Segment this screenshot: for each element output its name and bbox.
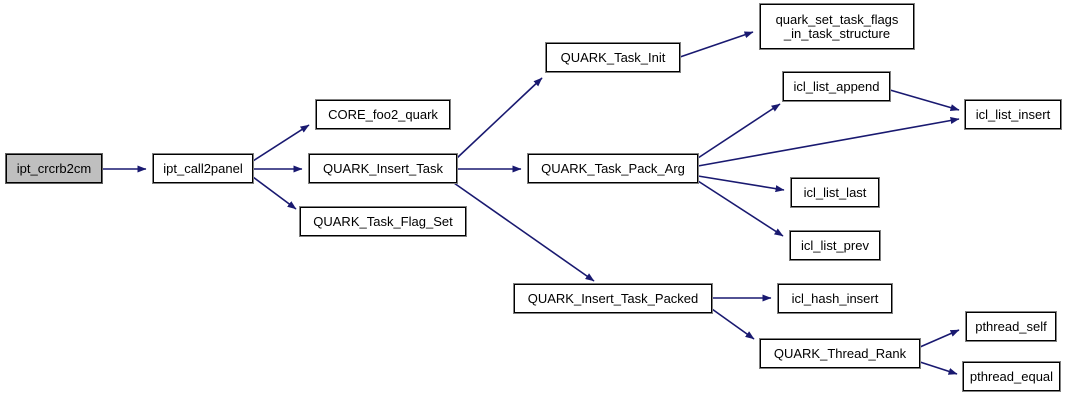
node-QUARK_Task_Init[interactable]: QUARK_Task_Init xyxy=(545,42,681,73)
edge-QUARK_Task_Pack_Arg-to-icl_list_prev xyxy=(697,180,784,237)
node-label-ipt_call2panel: ipt_call2panel xyxy=(163,160,243,176)
edge-QUARK_Task_Pack_Arg-to-icl_list_append xyxy=(697,103,781,159)
node-label-ipt_crcrb2cm: ipt_crcrb2cm xyxy=(16,160,92,176)
node-pthread_self[interactable]: pthread_self xyxy=(965,311,1057,342)
node-label-QUARK_Task_Flag_Set: QUARK_Task_Flag_Set xyxy=(313,213,453,229)
edge-QUARK_Thread_Rank-to-pthread_equal xyxy=(919,361,958,375)
node-label-QUARK_Task_Pack_Arg: QUARK_Task_Pack_Arg xyxy=(541,160,685,176)
node-label-icl_list_prev: icl_list_prev xyxy=(801,237,869,253)
node-label-QUARK_Thread_Rank: QUARK_Thread_Rank xyxy=(773,345,907,361)
edge-ipt_call2panel-to-QUARK_Task_Flag_Set xyxy=(252,176,297,210)
node-icl_list_last[interactable]: icl_list_last xyxy=(790,177,880,208)
edge-QUARK_Insert_Task-to-QUARK_Task_Init xyxy=(456,77,543,159)
node-pthread_equal[interactable]: pthread_equal xyxy=(962,361,1061,392)
node-icl_hash_insert[interactable]: icl_hash_insert xyxy=(777,283,893,314)
node-icl_list_insert[interactable]: icl_list_insert xyxy=(964,99,1062,130)
edge-QUARK_Insert_Task-to-QUARK_Insert_Task_Packed xyxy=(453,182,595,282)
node-QUARK_Task_Pack_Arg[interactable]: QUARK_Task_Pack_Arg xyxy=(527,153,699,184)
node-label-QUARK_Insert_Task_Packed: QUARK_Insert_Task_Packed xyxy=(527,290,699,306)
node-ipt_crcrb2cm[interactable]: ipt_crcrb2cm xyxy=(5,153,103,184)
node-label-pthread_self: pthread_self xyxy=(975,318,1047,334)
edge-icl_list_append-to-icl_list_insert xyxy=(889,89,960,111)
edges-group xyxy=(102,31,960,375)
edge-ipt_call2panel-to-CORE_foo2_quark xyxy=(252,124,310,162)
node-label-quark_set_task_flags: quark_set_task_flags _in_task_structure xyxy=(775,11,899,41)
edge-QUARK_Task_Pack_Arg-to-icl_list_insert xyxy=(697,117,960,167)
node-icl_list_prev[interactable]: icl_list_prev xyxy=(789,230,881,261)
node-ipt_call2panel[interactable]: ipt_call2panel xyxy=(152,153,254,184)
node-quark_set_task_flags[interactable]: quark_set_task_flags _in_task_structure xyxy=(759,3,915,50)
edge-QUARK_Task_Pack_Arg-to-icl_list_last xyxy=(697,175,785,193)
node-label-QUARK_Insert_Task: QUARK_Insert_Task xyxy=(323,160,443,176)
edge-QUARK_Insert_Task_Packed-to-QUARK_Thread_Rank xyxy=(711,308,755,340)
node-QUARK_Task_Flag_Set[interactable]: QUARK_Task_Flag_Set xyxy=(299,206,467,237)
node-label-QUARK_Task_Init: QUARK_Task_Init xyxy=(560,49,666,65)
node-label-icl_list_last: icl_list_last xyxy=(803,184,867,200)
node-CORE_foo2_quark[interactable]: CORE_foo2_quark xyxy=(315,99,451,130)
edge-QUARK_Thread_Rank-to-pthread_self xyxy=(919,329,960,348)
node-QUARK_Insert_Task[interactable]: QUARK_Insert_Task xyxy=(308,153,458,184)
node-QUARK_Thread_Rank[interactable]: QUARK_Thread_Rank xyxy=(759,338,921,369)
node-label-CORE_foo2_quark: CORE_foo2_quark xyxy=(328,106,438,122)
node-QUARK_Insert_Task_Packed[interactable]: QUARK_Insert_Task_Packed xyxy=(513,283,713,314)
edge-QUARK_Task_Init-to-quark_set_task_flags xyxy=(679,31,754,58)
node-icl_list_append[interactable]: icl_list_append xyxy=(782,71,891,102)
node-label-icl_hash_insert: icl_hash_insert xyxy=(791,290,879,306)
node-label-icl_list_append: icl_list_append xyxy=(793,78,880,94)
node-label-icl_list_insert: icl_list_insert xyxy=(975,106,1051,122)
node-label-pthread_equal: pthread_equal xyxy=(969,368,1054,384)
